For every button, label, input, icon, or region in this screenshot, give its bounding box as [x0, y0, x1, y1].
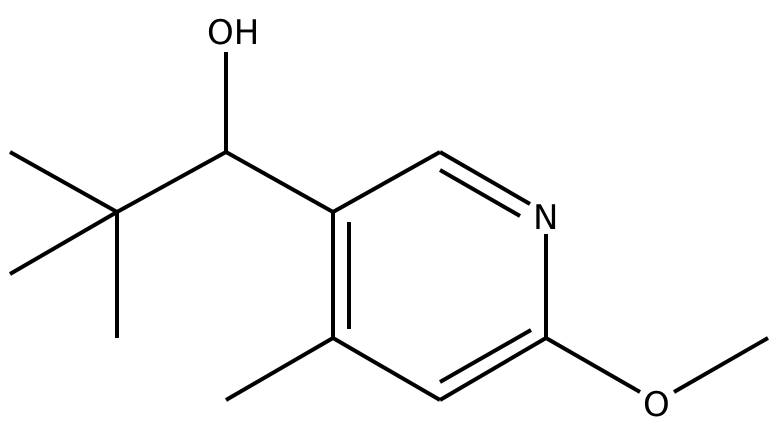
methoxy-group	[545, 336, 769, 394]
bond-carbinol-ring	[225, 150, 334, 214]
hydroxyl-label: OH	[207, 13, 259, 53]
bond-c6-c5-inner	[439, 328, 532, 384]
bond-cq-methyl-top	[9, 150, 118, 214]
bond-cq-methyl-left	[8, 210, 119, 276]
bond-c6-c5-outer	[438, 336, 548, 402]
bond-o-methyl	[673, 336, 769, 394]
bond-c2-n-outer	[438, 150, 532, 206]
oxygen-label: O	[643, 385, 670, 425]
bond-cq-carbinol	[116, 150, 227, 214]
bond-c4-methyl	[224, 336, 335, 402]
pyridine-ring	[331, 150, 548, 402]
nitrogen-label: N	[533, 198, 558, 238]
bond-c6-o	[545, 336, 641, 394]
bond-c3-c2	[332, 150, 441, 214]
bond-c2-n-inner	[439, 168, 521, 218]
tert-butyl-group	[8, 150, 227, 338]
carbinol-group	[224, 52, 334, 214]
bond-c5-c4	[331, 336, 442, 402]
